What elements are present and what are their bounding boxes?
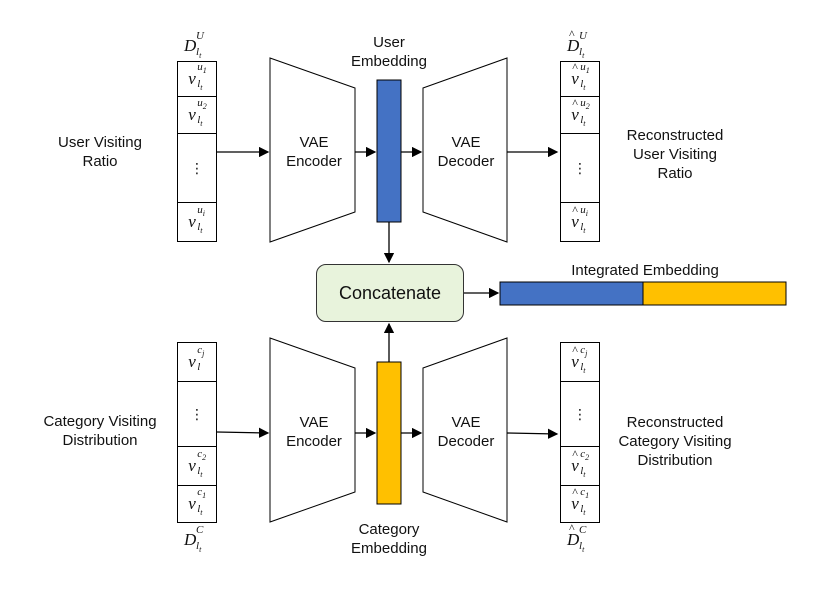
user-decoder-label: VAE Decoder bbox=[437, 134, 495, 170]
category-vae-encoder-shape bbox=[269, 337, 356, 523]
category-embedding-bar bbox=[376, 361, 402, 505]
category-embedding-label: Category Embedding bbox=[351, 521, 427, 557]
user-encoder-label: VAE Encoder bbox=[286, 134, 342, 170]
user-visiting-ratio-label: User Visiting Ratio bbox=[58, 134, 142, 170]
category-decoder-label: VAE Decoder bbox=[437, 414, 495, 450]
category-encoder-label: VAE Encoder bbox=[286, 414, 342, 450]
user-input-cell-ellipsis: ⋮ bbox=[177, 133, 217, 203]
concatenate-box: Concatenate bbox=[316, 264, 464, 322]
user-vae-decoder-shape bbox=[422, 57, 508, 243]
category-output-cell-ellipsis: ⋮ bbox=[560, 381, 600, 447]
integrated-embedding-category-part bbox=[642, 281, 787, 306]
reconstructed-category-visiting-distribution-label: Reconstructed Category Visiting Distribu… bbox=[618, 414, 732, 469]
user-output-cell-ellipsis: ⋮ bbox=[560, 133, 600, 203]
category-vae-decoder-shape bbox=[422, 337, 508, 523]
user-embedding-label: User Embedding bbox=[351, 34, 427, 70]
user-vae-encoder-shape bbox=[269, 57, 356, 243]
concatenate-label: Concatenate bbox=[338, 282, 442, 303]
integrated-embedding-user-part bbox=[499, 281, 644, 306]
reconstructed-user-visiting-ratio-label: Reconstructed User Visiting Ratio bbox=[626, 127, 724, 182]
user-embedding-bar bbox=[376, 79, 402, 223]
category-visiting-distribution-label: Category Visiting Distribution bbox=[43, 413, 157, 449]
category-input-cell-ellipsis: ⋮ bbox=[177, 381, 217, 447]
integrated-embedding-label: Integrated Embedding bbox=[571, 262, 719, 279]
